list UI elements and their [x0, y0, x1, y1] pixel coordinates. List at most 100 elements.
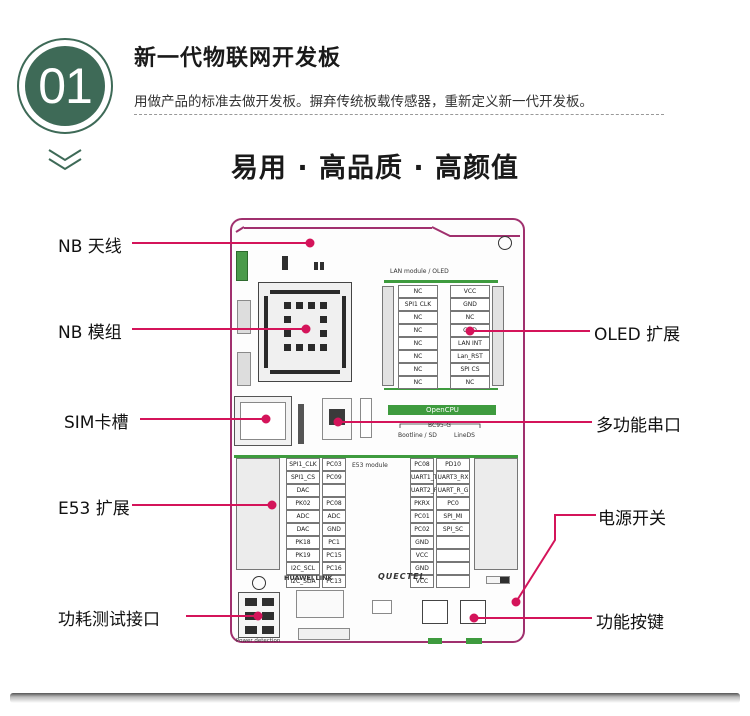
oled-header-label: LAN module / OLED — [390, 268, 449, 275]
pin-label: NC — [398, 337, 438, 350]
e53-header-right — [474, 458, 518, 570]
label-sim-slot: SIM卡槽 — [64, 413, 129, 433]
pin-label: NC — [398, 350, 438, 363]
pin-label: SPI CS — [450, 363, 490, 376]
label-uart: 多功能串口 — [596, 416, 681, 436]
e53-silk-top — [234, 455, 518, 458]
pin-label: DAC — [286, 523, 320, 536]
pin-label: PK18 — [286, 536, 320, 549]
pin-label: PC03 — [322, 458, 346, 471]
led-indicator — [236, 251, 248, 281]
oled-header-pins — [382, 286, 394, 386]
chevron-down-icon — [48, 149, 82, 171]
pin-label: NC — [398, 285, 438, 298]
pin — [245, 598, 257, 606]
pin-label: PKRX — [410, 497, 434, 510]
pin-label: GND — [322, 523, 346, 536]
pin — [262, 598, 274, 606]
pin-label: I2C_SDA — [286, 575, 320, 588]
page-title: 新一代物联网开发板 — [134, 46, 342, 71]
pin-label: Lan_RST — [450, 350, 490, 363]
pad-connector — [237, 300, 251, 334]
pin-label: UART2_RX — [410, 484, 442, 497]
pin-label: VCC — [450, 285, 490, 298]
usb-connector — [298, 628, 350, 640]
pin-label: PC13 — [322, 575, 346, 588]
label-oled: OLED 扩展 — [594, 325, 681, 345]
mounting-hole — [252, 576, 266, 590]
pin-label: ADC — [322, 510, 346, 523]
pin-label: SPI1_CLK — [286, 458, 320, 471]
bottom-shadow-divider — [10, 693, 740, 703]
pin-label: PC16 — [322, 562, 346, 575]
lineds-label: LineDS — [454, 432, 475, 439]
pin-label — [436, 575, 470, 588]
pin-label: NC — [398, 324, 438, 337]
oled-silk-top — [384, 280, 498, 283]
antenna-trace — [244, 227, 432, 229]
e53-header-left — [236, 458, 280, 570]
pin-label: I2C_SCL — [286, 562, 320, 575]
pin-label: GND — [410, 562, 434, 575]
component — [298, 404, 304, 444]
e53-header-label: E53 module — [352, 462, 388, 469]
oled-header-pins — [492, 286, 504, 386]
pin-label — [436, 549, 470, 562]
pin-label: PC1 — [322, 536, 346, 549]
pin-label: NC — [450, 376, 490, 389]
pin-label: VCC — [410, 575, 434, 588]
pin-label: UART1_TX — [410, 471, 442, 484]
divider — [134, 114, 664, 115]
opencpu-label: OpenCPU — [426, 406, 459, 414]
pin-label: PK02 — [286, 497, 320, 510]
uart-header — [360, 398, 372, 438]
power-detection-label: Power detection — [236, 638, 281, 644]
quectel-logo-text: QUECTEL — [378, 572, 426, 581]
pin-label — [322, 484, 346, 497]
pin-label — [436, 562, 470, 575]
huawei-logo-text: HUAWEI LINK — [284, 574, 333, 582]
opencpu-bar — [388, 405, 496, 415]
label-nb-antenna: NB 天线 — [58, 237, 122, 257]
key-label-bg — [428, 638, 442, 644]
mounting-hole — [498, 236, 512, 250]
bc95-label: BC95-G — [428, 422, 451, 429]
pin-label: UART3_RX — [436, 471, 470, 484]
pin — [262, 626, 274, 634]
slogan: 易用 · 高品质 · 高颜值 — [230, 153, 520, 184]
section-number-badge: 01 — [17, 38, 113, 134]
pin-label: SPI_MI — [436, 510, 470, 523]
pin-label: SPI1_CS — [286, 471, 320, 484]
pin-label: SPI_SC — [436, 523, 470, 536]
label-power-test: 功耗测试接口 — [58, 610, 160, 630]
pin-label: PC01 — [410, 510, 434, 523]
bootline-label: Bootline / SD — [398, 432, 437, 439]
pin-label: PC0 — [436, 497, 470, 510]
power-switch[interactable] — [486, 576, 510, 584]
pin-label: NC — [398, 311, 438, 324]
pin-label: NC — [450, 311, 490, 324]
component-group — [296, 590, 344, 618]
pin-label: PC15 — [322, 549, 346, 562]
pin-label: GND — [450, 298, 490, 311]
pin-label: PC08 — [322, 497, 346, 510]
power-switch-knob[interactable] — [500, 577, 509, 583]
function-key-1[interactable] — [422, 600, 448, 624]
pin-label: PC02 — [410, 523, 434, 536]
component — [372, 600, 392, 614]
label-function-key: 功能按键 — [596, 613, 664, 633]
label-nb-module: NB 模组 — [58, 323, 122, 343]
debug-connector — [237, 352, 251, 386]
key-label-bg — [466, 638, 482, 644]
component — [320, 262, 324, 270]
section-number: 01 — [25, 46, 105, 126]
pin-label: UART_R_G — [436, 484, 470, 497]
